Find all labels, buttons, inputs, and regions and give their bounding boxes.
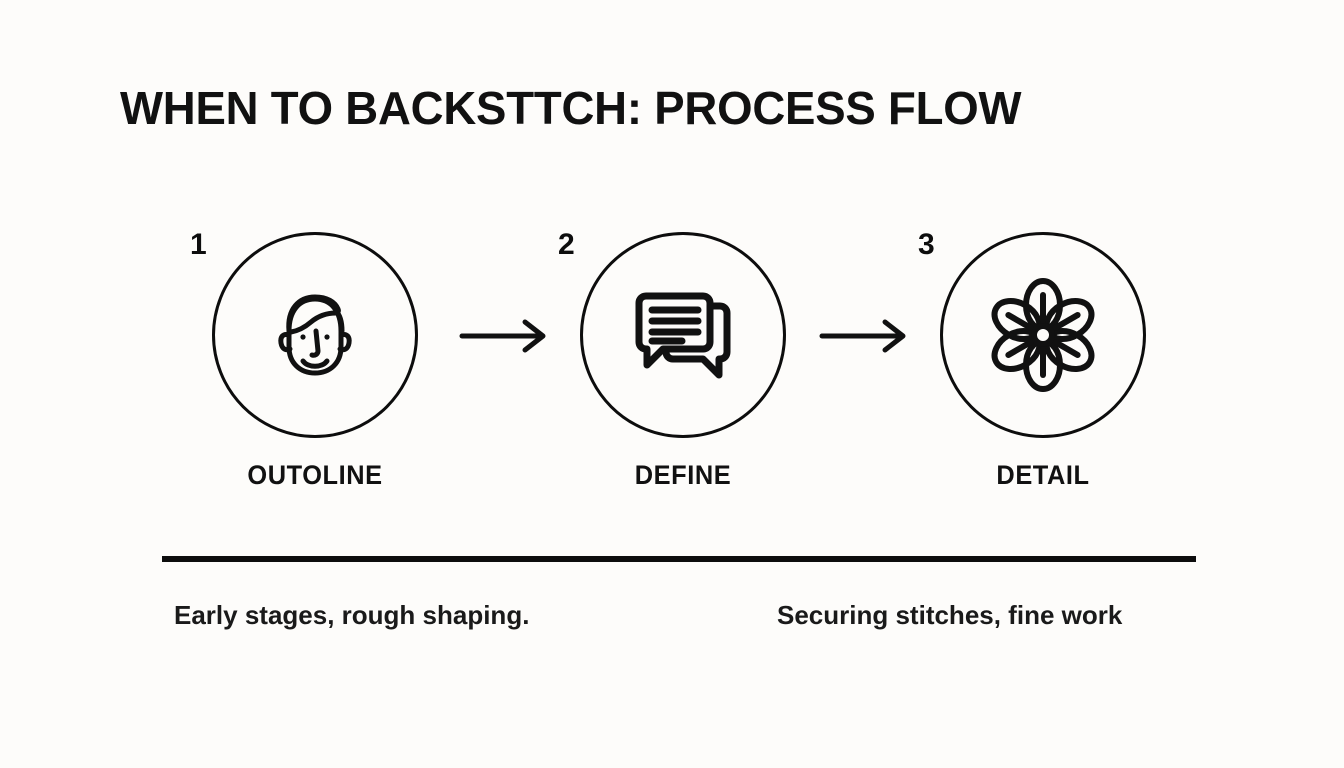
footnote-right: Securing stitches, fine work	[777, 600, 1123, 630]
process-step-2[interactable]: 2 DEFINE	[558, 222, 808, 522]
chat-bubbles-icon	[580, 232, 786, 438]
footnotes: Early stages, rough shaping. Securing st…	[0, 598, 1344, 646]
face-icon	[212, 232, 418, 438]
step-number-3: 3	[918, 228, 935, 261]
step-number-1: 1	[190, 228, 207, 261]
flower-icon	[940, 232, 1146, 438]
footnote-left: Early stages, rough shaping.	[174, 600, 530, 630]
step-label-2: DEFINE	[634, 460, 732, 490]
step-label-3: DETAIL	[996, 460, 1090, 490]
step-circle-3	[940, 232, 1146, 438]
arrow-right-icon	[819, 318, 915, 354]
page-title: WHEN TO BACKSTTCH: PROCESS FLOW	[120, 82, 1022, 134]
step-circle-1	[212, 232, 418, 438]
arrow-right-icon	[459, 318, 555, 354]
step-number-2: 2	[558, 228, 575, 261]
step-circle-2	[580, 232, 786, 438]
process-steps: 1	[0, 222, 1344, 522]
step-label-1: OUTOLINE	[247, 460, 383, 490]
process-step-3[interactable]: 3	[918, 222, 1168, 522]
process-step-1[interactable]: 1	[190, 222, 440, 522]
horizontal-divider	[162, 556, 1196, 562]
